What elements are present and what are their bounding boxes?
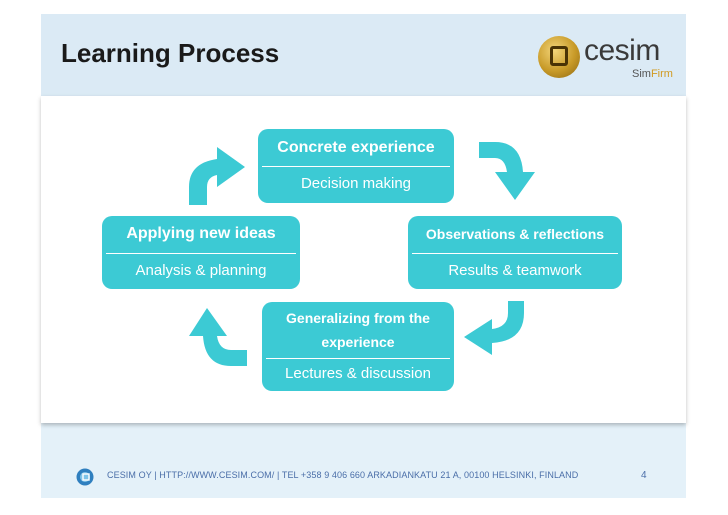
page-number: 4 <box>641 470 647 481</box>
cesim-logo-icon <box>538 36 580 78</box>
box-title-line2: experience <box>321 334 395 350</box>
diagram-area: Concrete experience Decision making Obse… <box>41 96 686 423</box>
footer-contact: CESIM OY | HTTP://WWW.CESIM.COM/ | TEL +… <box>107 470 579 480</box>
box-subtitle: Decision making <box>300 175 412 192</box>
box-observations-reflections: Observations & reflections Results & tea… <box>408 216 622 289</box>
box-subtitle: Analysis & planning <box>135 262 267 279</box>
box-title: Observations & reflections <box>425 226 605 242</box>
box-divider <box>266 358 450 359</box>
logo-wordmark: cesim <box>584 34 660 67</box>
box-applying-new-ideas: Applying new ideas Analysis & planning <box>102 216 300 289</box>
box-divider <box>412 253 618 254</box>
curved-arrow-icon <box>189 308 247 366</box>
logo-sub-firm: Firm <box>650 68 673 80</box>
box-subtitle: Lectures & discussion <box>285 365 431 382</box>
box-title-line1: Generalizing from the <box>286 310 430 326</box>
logo-subtitle: SimFirm <box>632 68 673 80</box>
box-title: Concrete experience <box>277 139 435 156</box>
logo-sub-sim: Sim <box>632 68 651 80</box>
slide-title: Learning Process <box>61 38 280 68</box>
box-divider <box>106 253 296 254</box>
box-concrete-experience: Concrete experience Decision making <box>258 129 454 203</box>
curved-arrow-icon <box>189 147 245 205</box>
title-bar: Learning Process cesim SimFirm <box>41 14 686 96</box>
cesim-logo: cesim SimFirm <box>538 34 673 82</box>
cesim-footer-icon <box>76 468 94 486</box>
curved-arrow-icon <box>464 301 524 355</box>
slide: Learning Process cesim SimFirm Concrete … <box>41 14 686 498</box>
curved-arrow-icon <box>479 142 535 200</box>
box-divider <box>262 166 450 167</box>
box-generalizing: Generalizing from the experience Lecture… <box>262 302 454 391</box>
box-subtitle: Results & teamwork <box>448 262 582 279</box>
box-title: Applying new ideas <box>126 225 276 242</box>
